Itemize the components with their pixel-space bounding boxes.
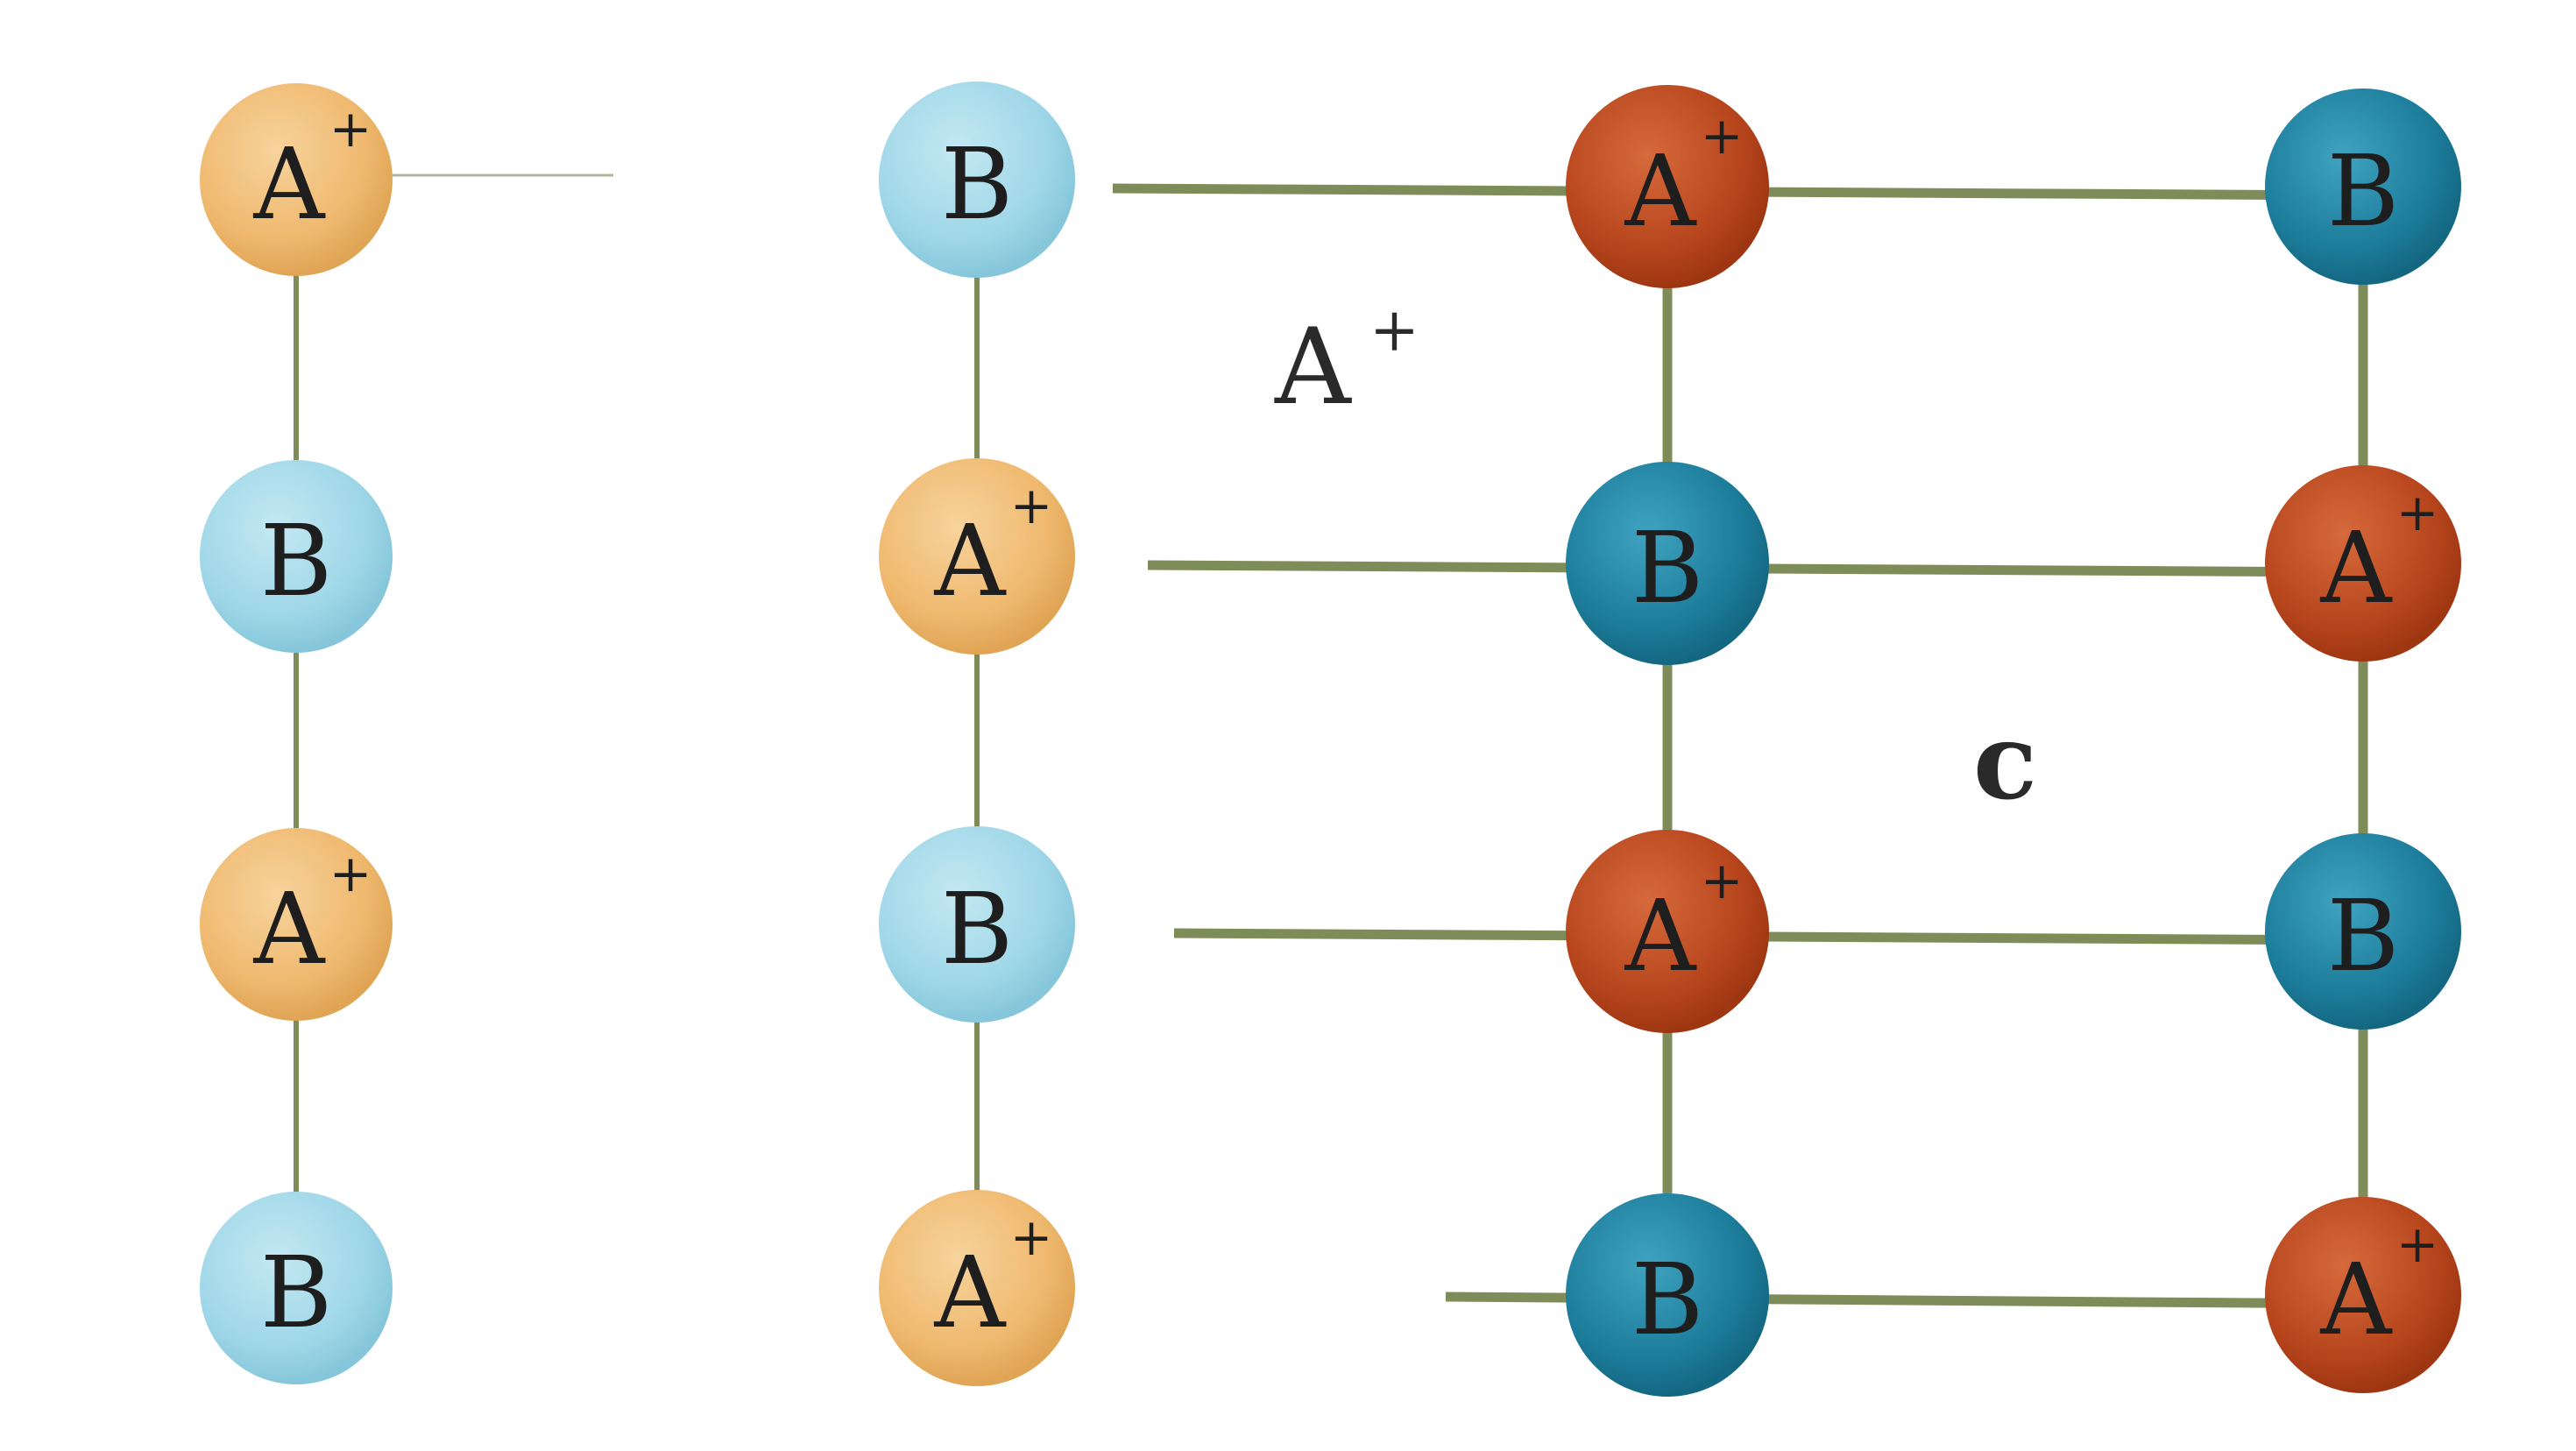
anion-symbol: B bbox=[2327, 135, 2399, 249]
cation-circle bbox=[879, 458, 1075, 655]
cation-charge: + bbox=[2396, 1214, 2439, 1274]
cation-circle bbox=[879, 1190, 1075, 1386]
anion-sphere: B bbox=[879, 81, 1075, 278]
cation-circle bbox=[1566, 830, 1769, 1033]
anion-circle bbox=[1566, 462, 1769, 665]
anion-symbol: B bbox=[941, 128, 1013, 242]
cation-symbol: A bbox=[1624, 880, 1697, 994]
anion-circle bbox=[2265, 833, 2461, 1030]
cation-sphere: A+ bbox=[2265, 1197, 2461, 1393]
anion-sphere: B bbox=[2265, 88, 2461, 285]
cation-charge: + bbox=[1010, 1207, 1053, 1267]
cation-symbol: A bbox=[253, 128, 326, 242]
anion-symbol: B bbox=[2327, 880, 2399, 994]
cation-charge: + bbox=[1010, 476, 1053, 535]
ion-layer: A+BA+BBA+BA+A+BA+BBA+BA+ bbox=[200, 81, 2461, 1397]
cation-charge: + bbox=[329, 844, 372, 903]
anion-symbol: B bbox=[941, 873, 1013, 987]
vacancy-label-charge: + bbox=[1369, 296, 1419, 365]
anion-symbol: B bbox=[260, 505, 332, 619]
anion-symbol: B bbox=[1631, 1243, 1703, 1357]
cation-symbol: A bbox=[1624, 135, 1697, 249]
anion-sphere: B bbox=[1566, 1193, 1769, 1397]
anion-circle bbox=[879, 81, 1075, 278]
cation-sphere: A+ bbox=[2265, 465, 2461, 662]
vacancy-label-symbol: A bbox=[1275, 307, 1351, 428]
anion-sphere: B bbox=[200, 460, 393, 653]
anion-sphere: B bbox=[879, 826, 1075, 1023]
cation-circle bbox=[200, 828, 393, 1021]
cation-sphere: A+ bbox=[200, 828, 393, 1021]
anion-sphere: B bbox=[200, 1192, 393, 1384]
anion-sphere: B bbox=[2265, 833, 2461, 1030]
cation-charge: + bbox=[2396, 483, 2439, 542]
anion-symbol: B bbox=[1631, 512, 1703, 626]
anion-circle bbox=[879, 826, 1075, 1023]
region-label-c: c bbox=[1973, 700, 2038, 824]
cation-circle bbox=[1566, 85, 1769, 288]
anion-symbol: B bbox=[260, 1236, 332, 1350]
cation-circle bbox=[2265, 465, 2461, 662]
cation-charge: + bbox=[1701, 106, 1744, 166]
cation-symbol: A bbox=[253, 873, 326, 987]
cation-symbol: A bbox=[934, 1236, 1007, 1350]
cation-circle bbox=[200, 83, 393, 276]
cation-charge: + bbox=[329, 99, 372, 159]
cation-sphere: A+ bbox=[200, 83, 393, 276]
anion-circle bbox=[1566, 1193, 1769, 1397]
cation-symbol: A bbox=[2320, 512, 2393, 626]
cation-circle bbox=[2265, 1197, 2461, 1393]
cation-symbol: A bbox=[2320, 1243, 2393, 1357]
anion-circle bbox=[2265, 88, 2461, 285]
cation-sphere: A+ bbox=[1566, 85, 1769, 288]
cation-sphere: A+ bbox=[879, 1190, 1075, 1386]
vacancy-label: A+ bbox=[1275, 301, 1419, 421]
cation-sphere: A+ bbox=[1566, 830, 1769, 1033]
cation-sphere: A+ bbox=[879, 458, 1075, 655]
anion-circle bbox=[200, 460, 393, 653]
anion-sphere: B bbox=[1566, 462, 1769, 665]
cation-symbol: A bbox=[934, 505, 1007, 619]
anion-circle bbox=[200, 1192, 393, 1384]
cation-charge: + bbox=[1701, 851, 1744, 910]
